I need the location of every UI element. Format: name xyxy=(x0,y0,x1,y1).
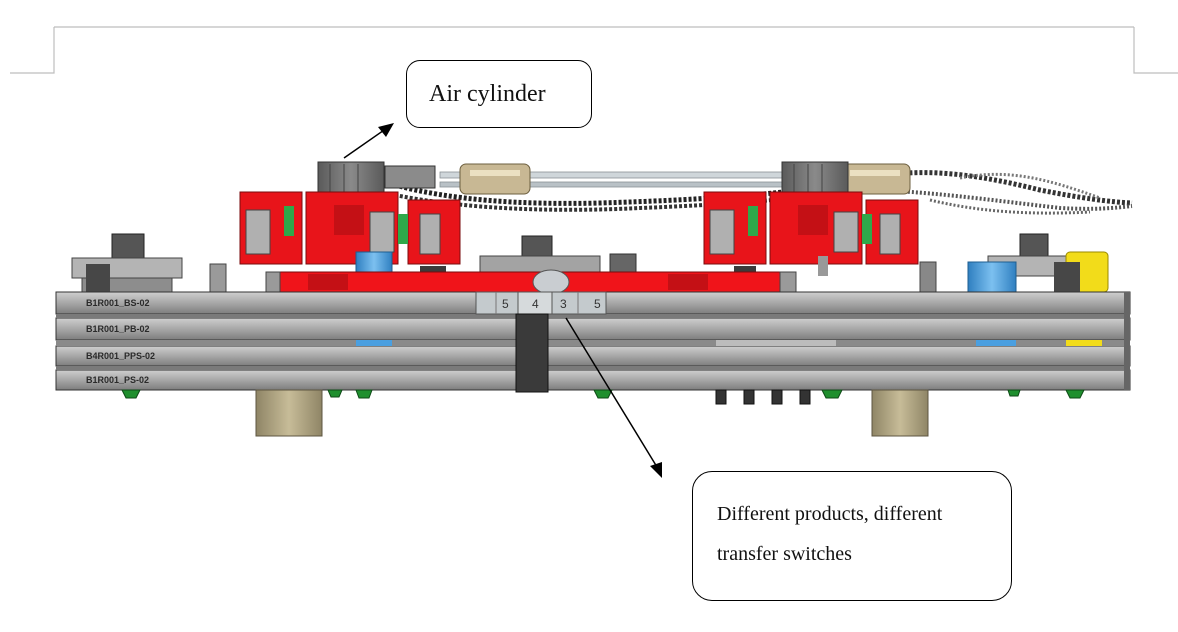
transfer-switch-label-line2: transfer switches xyxy=(717,543,852,565)
transfer-switch-arrow xyxy=(565,317,662,478)
plate-label-3: B4R001_PPS-02 xyxy=(86,351,155,361)
red-transfer-rail xyxy=(265,269,797,295)
transfer-switch-window xyxy=(475,291,607,315)
switch-number-1: 5 xyxy=(502,297,509,311)
switch-number-2: 4 xyxy=(532,297,539,311)
page-corner-marks xyxy=(10,26,1178,74)
transfer-switch-label-line1: Different products, different xyxy=(717,503,943,525)
lower-standoffs xyxy=(356,340,1102,346)
khaki-feet xyxy=(255,389,929,437)
left-air-cylinder-block xyxy=(239,161,461,265)
air-cylinder-arrow xyxy=(343,123,394,159)
switch-number-4: 5 xyxy=(594,297,601,311)
air-cylinder-callout: Air cylinder xyxy=(406,60,592,128)
plate-label-1: B1R001_BS-02 xyxy=(86,298,150,308)
left-locating-post xyxy=(71,233,227,293)
green-feet xyxy=(121,389,1085,399)
air-cylinder-label: Air cylinder xyxy=(429,80,546,107)
plate-label-2: B1R001_PB-02 xyxy=(86,324,150,334)
bottom-pins xyxy=(715,389,811,405)
center-shaft xyxy=(515,313,549,393)
switch-number-3: 3 xyxy=(560,297,567,311)
transfer-switch-callout: Different products, different transfer s… xyxy=(692,471,1012,601)
plate-label-4: B1R001_PS-02 xyxy=(86,375,149,385)
right-air-cylinder-block xyxy=(703,161,919,265)
